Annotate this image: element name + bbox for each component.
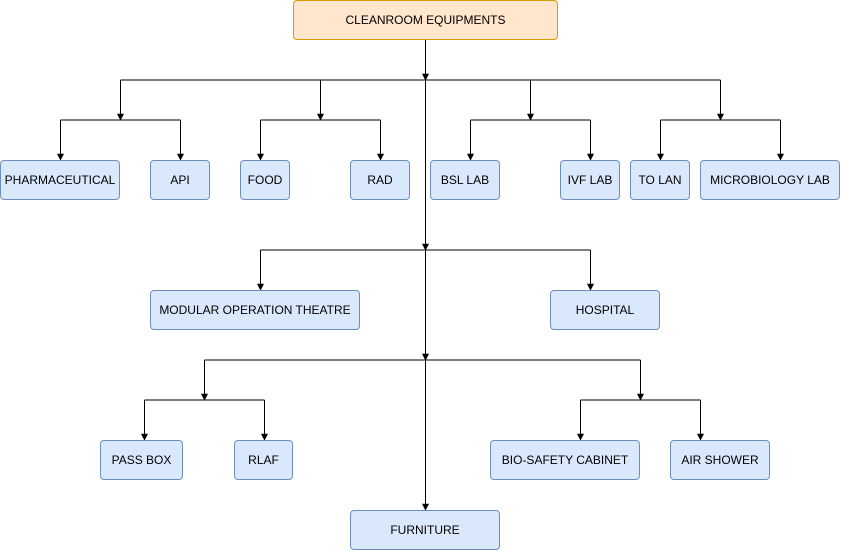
- node-air-shower[interactable]: AIR SHOWER: [670, 440, 770, 480]
- node-bsl-lab[interactable]: BSL LAB: [430, 160, 500, 200]
- node-ivf-lab[interactable]: IVF LAB: [560, 160, 620, 200]
- node-microbiology-lab[interactable]: MICROBIOLOGY LAB: [700, 160, 840, 200]
- node-bio-safety-cabinet[interactable]: BIO-SAFETY CABINET: [490, 440, 640, 480]
- node-rad[interactable]: RAD: [350, 160, 410, 200]
- node-rlaf[interactable]: RLAF: [234, 440, 293, 480]
- node-modular-operation-theatre[interactable]: MODULAR OPERATION THEATRE: [150, 290, 360, 330]
- node-api[interactable]: API: [150, 160, 210, 200]
- node-to-lan[interactable]: TO LAN: [630, 160, 690, 200]
- node-pharmaceutical[interactable]: PHARMACEUTICAL: [0, 160, 120, 200]
- node-food[interactable]: FOOD: [240, 160, 290, 200]
- node-furniture[interactable]: FURNITURE: [350, 510, 500, 550]
- node-hospital[interactable]: HOSPITAL: [550, 290, 660, 330]
- node-pass-box[interactable]: PASS BOX: [100, 440, 183, 480]
- root-node-cleanroom-equipments[interactable]: CLEANROOM EQUIPMENTS: [293, 0, 558, 40]
